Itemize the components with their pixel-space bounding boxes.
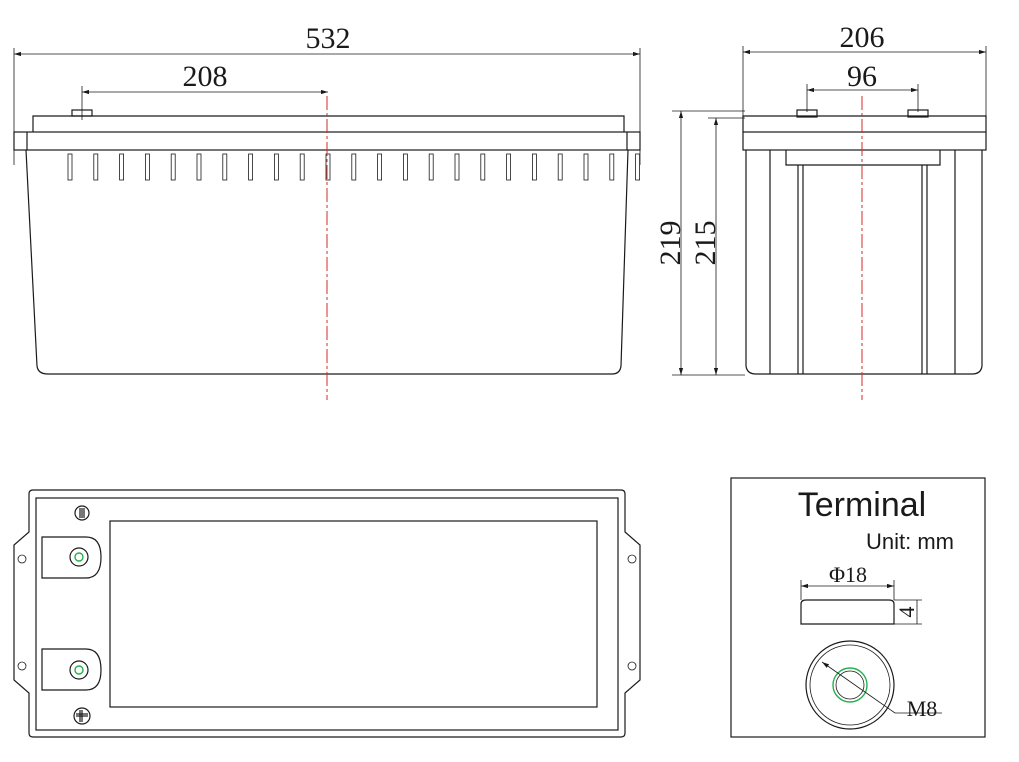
side-case-body	[745, 150, 983, 375]
vent-slot	[377, 153, 383, 181]
terminal-spacing-dimension: 96	[847, 60, 877, 93]
vent-slot	[506, 153, 512, 181]
terminal-offset-dimension: 208	[183, 60, 228, 93]
vent-slot	[273, 153, 279, 181]
vent-slot	[119, 153, 124, 181]
vent-slot	[583, 153, 589, 181]
terminal-thread-ring	[832, 667, 868, 703]
side-depth-dimension: 206	[840, 21, 885, 54]
vent-slot	[93, 153, 99, 181]
vent-slot	[480, 153, 486, 181]
negative-terminal	[41, 505, 102, 579]
vent-slot	[325, 153, 331, 181]
mounting-hole-br	[627, 661, 637, 671]
vent-slot	[609, 153, 615, 181]
vent-slot	[67, 153, 73, 181]
terminal-detail: Terminal Unit: mm Φ18 4 M8	[730, 477, 986, 738]
side-view: 206 96	[742, 21, 987, 400]
front-lid	[32, 115, 625, 132]
vent-slot	[454, 153, 460, 181]
vent-slot	[351, 153, 357, 181]
vent-slot	[144, 153, 150, 181]
vent-slot	[196, 153, 202, 181]
top-outline-outer	[13, 489, 641, 738]
side-lid	[742, 115, 987, 132]
terminal-top-outer	[805, 640, 895, 730]
vent-slot	[635, 153, 640, 181]
front-vents	[67, 153, 640, 181]
top-view	[13, 489, 641, 738]
mounting-hole-tl	[17, 554, 27, 564]
vent-slot	[402, 153, 408, 181]
terminal-diameter-dimension: Φ18	[829, 562, 867, 587]
vent-slot	[299, 153, 305, 181]
terminal-profile	[800, 599, 895, 625]
front-case-body	[25, 149, 629, 375]
vent-slot	[428, 153, 434, 181]
side-lid-step	[785, 150, 941, 166]
front-terminal-post	[71, 109, 93, 117]
vent-slot	[557, 153, 563, 181]
vent-slot	[248, 153, 254, 181]
vent-slot	[222, 153, 228, 181]
vent-slot	[532, 153, 537, 181]
case-height-dimension: 215	[689, 221, 722, 266]
top-label-area	[109, 520, 598, 708]
terminal-height-dimension: 4	[894, 607, 919, 618]
side-terminal-post-right	[907, 109, 929, 118]
terminal-detail-unit: Unit: mm	[866, 529, 954, 554]
vent-slot	[170, 153, 176, 181]
side-terminal-post-left	[796, 109, 818, 118]
positive-terminal	[41, 648, 102, 725]
terminal-thread-label: M8	[907, 696, 938, 721]
front-view: 532 208 219 215	[13, 22, 745, 400]
mounting-hole-bl	[17, 661, 27, 671]
overall-height-dimension: 219	[654, 221, 687, 266]
terminal-detail-title: Terminal	[798, 486, 926, 524]
front-width-dimension: 532	[306, 22, 351, 55]
mounting-hole-tr	[627, 554, 637, 564]
terminal-detail-frame	[730, 477, 986, 738]
